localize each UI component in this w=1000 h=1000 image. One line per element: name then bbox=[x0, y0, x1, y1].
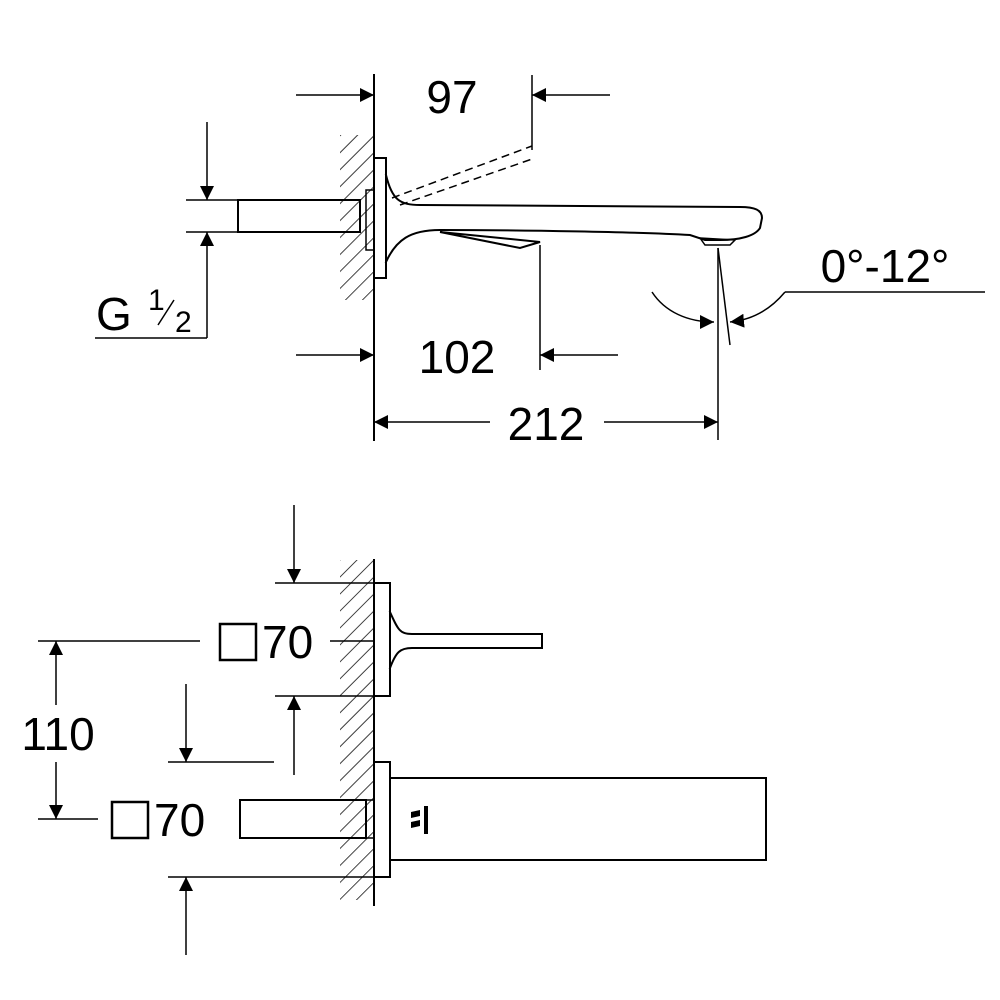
square-symbol-lower-icon bbox=[110, 800, 150, 840]
rosette-plate bbox=[373, 157, 387, 279]
threaded-inlet bbox=[237, 199, 361, 233]
wall-body-joint bbox=[365, 799, 375, 839]
wall-hatching-front bbox=[340, 560, 374, 900]
thread-fraction-slash bbox=[157, 299, 175, 326]
mixing-lever bbox=[388, 610, 543, 670]
upper-rosette bbox=[373, 582, 391, 697]
thread-label-g: G bbox=[96, 288, 132, 340]
brand-logo-icon bbox=[411, 810, 420, 828]
dim-97-label: 97 bbox=[426, 71, 477, 123]
spout-body-front bbox=[389, 777, 767, 861]
centre-distance-label: 110 bbox=[21, 708, 94, 760]
front-view: 70 70 110 bbox=[21, 505, 767, 955]
side-view: 97 102 212 0°-12° G 1 2 bbox=[95, 71, 985, 450]
dim-212-label: 212 bbox=[508, 398, 585, 450]
angle-label: 0°-12° bbox=[821, 240, 950, 292]
square-symbol-upper-icon bbox=[218, 622, 258, 662]
lever-swing-lower bbox=[399, 157, 536, 206]
rosette-lower-label: 70 bbox=[154, 794, 205, 846]
lower-rosette bbox=[373, 761, 391, 878]
spout-outline bbox=[384, 173, 764, 264]
brand-logo-bar bbox=[424, 806, 428, 834]
lever-handle bbox=[439, 231, 541, 250]
wall-hatching bbox=[340, 135, 374, 300]
angle-tilt-line bbox=[717, 247, 731, 346]
angle-arc-left bbox=[651, 291, 715, 329]
aerator bbox=[698, 237, 737, 246]
thread-label-denominator: 2 bbox=[175, 306, 192, 339]
rosette-clip bbox=[365, 189, 375, 251]
angle-arc-right bbox=[729, 291, 786, 328]
rosette-upper-label: 70 bbox=[262, 616, 313, 668]
thread-label-numerator: 1 bbox=[148, 284, 165, 317]
lever-swing-upper bbox=[391, 145, 533, 199]
dim-102-label: 102 bbox=[419, 331, 496, 383]
